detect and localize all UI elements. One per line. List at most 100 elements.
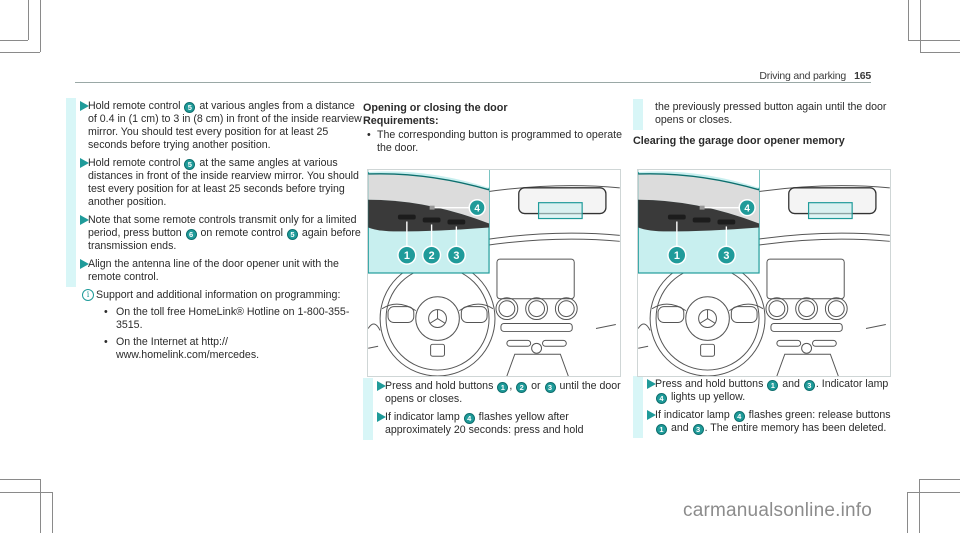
callout-2-label: 2 (429, 250, 435, 262)
requirement-item: The corresponding button is programmed t… (367, 129, 625, 155)
step-arrow-icon (377, 412, 386, 422)
info-item-website[interactable]: On the Internet at http:// www.homelink.… (104, 336, 362, 362)
mirror-edge (368, 173, 490, 191)
crop-mark (40, 0, 41, 52)
callout-4-label: 4 (474, 204, 480, 215)
illustration-line (430, 343, 445, 357)
callout-4 (738, 198, 756, 217)
callout-number-3: 3 (544, 382, 556, 393)
air-vent (795, 297, 818, 321)
crop-mark (919, 479, 920, 533)
air-vent (827, 300, 845, 318)
illustration-line (506, 353, 569, 376)
instruction-step: Press and hold buttons 1 and 3. Indicato… (633, 376, 899, 407)
callout-number-1: 1 (767, 380, 779, 391)
mirror-highlight (807, 202, 853, 220)
step-text: Hold remote control 5 at the same angles… (88, 157, 359, 208)
console-button (812, 339, 837, 347)
crop-mark (52, 492, 53, 533)
step-text: Hold remote control 5 at various angles … (88, 100, 362, 151)
garage-button (447, 219, 466, 225)
column-1: Hold remote control 5 at various angles … (66, 98, 362, 366)
center-display (496, 258, 575, 300)
step-list: Press and hold buttons 1 and 3. Indicato… (633, 376, 899, 440)
air-vent (498, 300, 516, 318)
console-button (776, 339, 802, 347)
crop-mark (920, 0, 921, 52)
column-3: the previously pressed button again unti… (633, 99, 899, 438)
info-icon: i (82, 289, 94, 301)
column-2: Opening or closing the door Requirements… (363, 102, 625, 440)
steering-hub (685, 296, 730, 341)
continuation-text: the previously pressed button again unti… (655, 101, 887, 126)
callout-4 (468, 198, 486, 217)
callout-number-3: 3 (692, 424, 704, 435)
crop-mark (907, 492, 960, 493)
air-vent (765, 297, 789, 321)
step-list: Press and hold buttons 1, 2 or 3 until t… (363, 378, 625, 442)
garage-button (717, 219, 736, 225)
step-text: If indicator lamp 4 flashes yellow after… (385, 411, 584, 436)
illustration-line (756, 238, 890, 246)
callout-1-label: 1 (674, 250, 680, 262)
mirror-glass (638, 173, 760, 224)
steering-control (460, 306, 488, 324)
inset-background (368, 170, 490, 188)
crop-mark (0, 52, 40, 53)
console-knob (801, 342, 813, 354)
callout-number-4: 4 (463, 413, 475, 424)
illustration-line (486, 238, 620, 246)
requirements-list: The corresponding button is programmed t… (363, 129, 625, 155)
callout-number-1: 1 (497, 382, 509, 393)
callout-1 (397, 245, 417, 265)
step-arrow-icon (80, 158, 89, 168)
illustration-line (638, 323, 651, 349)
callout-number-5: 5 (286, 229, 298, 240)
callout-3-label: 3 (723, 250, 729, 262)
steering-control (387, 306, 415, 324)
section-heading: Clearing the garage door opener memory (633, 135, 845, 147)
garage-button (422, 217, 441, 223)
steering-control (657, 306, 685, 324)
watermark: carmanualsonline.info (683, 500, 873, 521)
air-vent (525, 297, 548, 321)
step-text: Press and hold buttons 1 and 3. Indicato… (655, 378, 889, 404)
crop-mark (908, 40, 960, 41)
console-knob (531, 342, 543, 354)
air-vent (824, 297, 848, 321)
steering-hub (415, 296, 460, 341)
crop-mark (908, 0, 909, 40)
callout-number-4: 4 (733, 411, 745, 422)
indicator-lamp (429, 205, 435, 210)
step-list: Hold remote control 5 at various angles … (66, 98, 362, 287)
page-number: 165 (854, 70, 871, 82)
info-item-hotline: On the toll free HomeLink® Hotline on 1-… (104, 306, 362, 332)
section-heading: Opening or closing the door (363, 102, 508, 114)
step-arrow-icon (377, 381, 386, 391)
callout-number-5: 5 (184, 102, 196, 113)
illustration-line (756, 232, 890, 240)
instruction-step: If indicator lamp 4 flashes yellow after… (363, 409, 625, 440)
air-vent (528, 300, 546, 318)
info-text: Support and additional information on pr… (96, 289, 341, 301)
inset-background (638, 170, 760, 188)
callout-1-label: 1 (404, 250, 410, 262)
instruction-step: Hold remote control 5 at various angles … (66, 98, 362, 155)
figure-mirror-buttons-1-3: 1 3 4 (637, 169, 891, 377)
instruction-step: Note that some remote controls transmit … (66, 212, 362, 256)
air-vent (554, 297, 578, 321)
instruction-step: Align the antenna line of the door opene… (66, 256, 362, 287)
callout-number-3: 3 (803, 380, 815, 391)
step-text: Press and hold buttons 1, 2 or 3 until t… (385, 380, 621, 405)
crop-mark (28, 0, 29, 40)
callout-2 (421, 245, 442, 265)
callout-number-2: 2 (516, 382, 528, 393)
console-slot (500, 323, 573, 332)
air-vent (768, 300, 786, 318)
callout-4-label: 4 (744, 204, 750, 215)
illustration-line (486, 232, 620, 240)
air-vent (798, 300, 816, 318)
callout-3 (446, 245, 467, 265)
steering-control (730, 306, 758, 324)
star-emblem (699, 309, 716, 324)
